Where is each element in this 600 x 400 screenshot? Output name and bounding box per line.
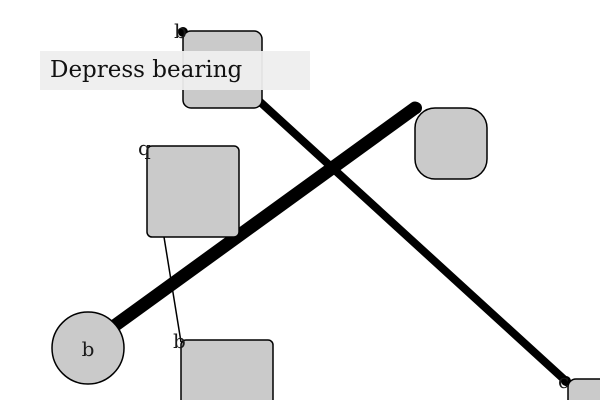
- right-square-anchor-dot: [410, 102, 422, 114]
- hover-tooltip: Depress bearing: [40, 51, 310, 90]
- thick-connector-circle-to-right-square[interactable]: [81, 101, 422, 352]
- node-right-square[interactable]: [414, 107, 488, 180]
- node-bottom-square[interactable]: b: [173, 329, 274, 400]
- node-circle-label: b: [82, 337, 95, 361]
- connector-top-square-to-corner-square[interactable]: [254, 96, 572, 387]
- node-corner-square-label: c: [558, 369, 569, 393]
- node-bottom-square-label: b: [173, 329, 186, 353]
- node-left-square-label: q: [138, 136, 151, 160]
- thin-connector-left-square-to-bottom-square[interactable]: [163, 236, 182, 343]
- node-corner-square[interactable]: c: [558, 369, 600, 400]
- node-circle[interactable]: b: [51, 311, 125, 385]
- node-left-square[interactable]: q: [138, 136, 240, 238]
- node-top-square-label: b: [174, 19, 187, 43]
